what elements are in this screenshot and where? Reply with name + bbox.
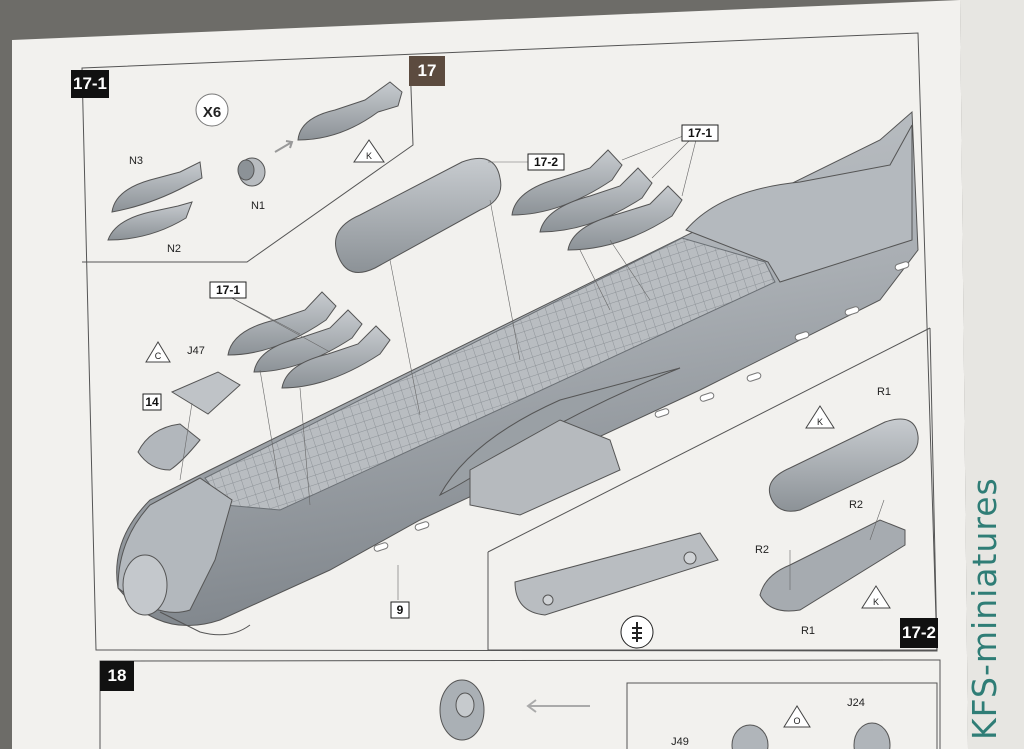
bomb-cluster-top [511,149,683,251]
part-n3: N3 [129,155,143,167]
paper-shadow [960,0,1024,749]
tank-half-open [514,532,719,616]
step-17-1-tag: 17-1 [71,70,109,98]
inset-17-2-border-top [487,327,931,553]
part-r1-top: R1 [877,386,891,398]
watermark: KFS-miniatures [965,477,1004,740]
callout-17-2: 17-2 [534,155,558,169]
bomb-half-n3 [111,161,203,213]
bomb-top-2 [539,167,653,233]
callout-9-box [390,601,410,619]
ref-mark-k: K [366,151,372,161]
ring-n1-hole [237,159,255,181]
ref-triangle-o [783,705,811,728]
ref-triangle-k [353,139,385,163]
arrow-icon [526,699,590,713]
tank-fitting-2 [542,594,554,606]
part-r1-bottom: R1 [801,625,815,637]
mark-o: O [793,716,800,726]
fuselage-belly [159,611,251,636]
part-r2-left: R2 [755,544,769,556]
callout-9: 9 [397,603,404,617]
step-18: O J24 J49 [439,679,891,749]
tank-bottom-r1 [759,519,906,612]
inset-17-1-border [82,59,414,263]
quantity-circle [195,93,229,127]
bomb-top-1 [511,149,623,216]
step-17-tag: 17 [409,56,445,86]
step-17-2-tag: 17-2 [900,618,938,648]
inset-17-2-border [487,327,938,651]
bomb-top-3 [567,185,683,251]
wing-mount [469,419,621,516]
step-18-sub-frame [626,682,938,749]
part-j47: J47 [187,345,205,357]
mark-c: C [155,351,162,361]
fuel-tank [335,158,502,273]
wheel-j49 [731,724,769,749]
ref-triangle-k-top [805,405,835,429]
callout-14-box [142,393,162,411]
wheel-j24 [853,722,891,749]
bomb-cluster-left [227,291,391,389]
glue-icon-drop [632,622,642,642]
bomb-half-n2 [107,201,193,241]
bomb-subassembly: X6 K N3 N1 N2 [107,81,403,255]
step-18-tag: 18 [100,661,134,691]
part-j49: J49 [671,736,689,748]
side-windows [373,261,910,552]
callout-17-1-top: 17-1 [688,126,712,140]
step-17-frame [81,32,938,652]
finished-bomb [297,81,403,141]
part-r2-right: R2 [849,499,863,511]
callout-14: 14 [145,395,159,409]
bomb-left-1 [227,291,337,356]
tank-fitting [683,551,697,565]
step-18-frame [99,659,941,749]
callout-17-1-top-box [681,124,719,142]
bomb-left-2 [253,309,363,373]
arrow-icon [274,140,294,153]
fuselage-hump [685,124,913,283]
part-n1: N1 [251,200,265,212]
nose-glazing [122,554,168,616]
leader-r2-right [869,499,885,541]
bomb-left-3 [281,325,391,389]
inset-17-2: K K R1 R1 R2 R2 [514,386,919,649]
fuselage-assembly [116,110,919,636]
fuel-tank-body [335,158,502,273]
callout-17-1-left: 17-1 [216,283,240,297]
ref-triangle-c [145,341,171,363]
ref-triangle-k-bottom [861,585,891,609]
tank-top-r1 [768,418,919,512]
leader-lines [179,135,697,600]
mark-k-bottom: K [873,597,879,607]
callout-17-2-box [527,153,565,171]
part-j24: J24 [847,697,865,709]
part-14-frame [137,423,201,471]
quantity-label: X6 [203,104,221,121]
part-n2: N2 [167,243,181,255]
callout-17-1-left-box [209,281,247,299]
wheel-main-hub [455,692,475,718]
hatch-j47 [170,371,241,415]
mark-k-top: K [817,417,823,427]
bomb-bay-grid [204,237,776,511]
